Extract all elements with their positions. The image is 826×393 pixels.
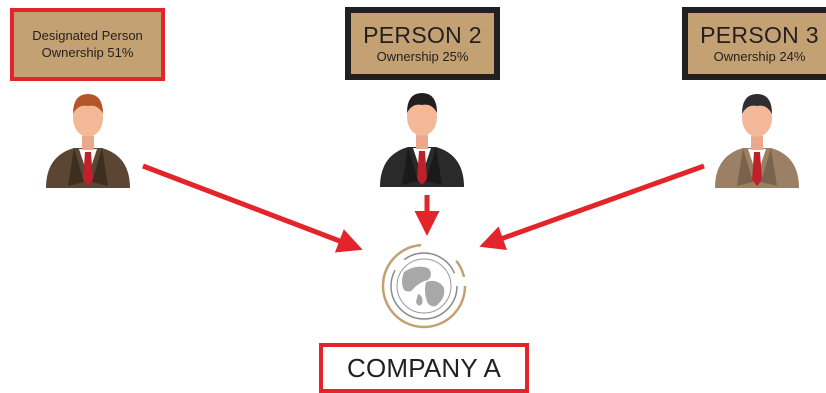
person-3-icon	[715, 94, 799, 188]
arrow-person-1-to-company	[142, 163, 363, 253]
company-name: COMPANY A	[347, 352, 501, 383]
globe-icon	[381, 243, 467, 329]
person-3-label-box: PERSON 3 Ownership 24%	[682, 7, 826, 80]
person-2-name: PERSON 2	[363, 22, 482, 48]
person-3-ownership: Ownership 24%	[713, 49, 806, 64]
person-1-label-box: Designated Person Ownership 51%	[10, 8, 165, 81]
person-2-icon	[380, 93, 464, 187]
arrow-person-3-to-company	[479, 163, 705, 251]
person-1-name: Designated Person	[32, 28, 143, 43]
person-1-ownership: Ownership 51%	[41, 45, 134, 60]
person-2-label-box: PERSON 2 Ownership 25%	[345, 7, 500, 80]
person-1-icon	[46, 94, 130, 188]
person-2-ownership: Ownership 25%	[376, 49, 469, 64]
company-box: COMPANY A	[319, 343, 529, 393]
person-3-name: PERSON 3	[700, 22, 819, 48]
